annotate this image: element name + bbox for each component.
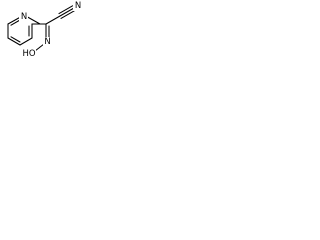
hydroxyl-label: HO xyxy=(22,49,35,59)
ring-bond-n1-c6-inner xyxy=(10,19,21,26)
bond-alpha-to-nitrile-carbon xyxy=(45,15,61,25)
oxime-nitrogen-label: N xyxy=(44,37,50,47)
nitrile-triple-bond-2 xyxy=(58,5,74,15)
ring-bond-n1-c6 xyxy=(7,16,22,25)
ring-bond-c5-c4-inner xyxy=(10,36,21,43)
pyridine-ring xyxy=(7,16,41,46)
nitrile-triple-bond-1 xyxy=(59,7,75,17)
ring-bond-c2-n1 xyxy=(26,16,41,25)
bond-oxime-n-to-o xyxy=(34,43,45,52)
structure-diagram: N N N HO xyxy=(7,1,82,59)
ring-bond-c4-c3 xyxy=(19,37,33,46)
nitrile-triple-bond-3 xyxy=(60,9,76,19)
substituent-bonds xyxy=(31,5,76,52)
ring-bond-c5-c4 xyxy=(7,37,21,46)
atom-labels: N N N HO xyxy=(19,1,82,59)
nitrile-nitrogen-label: N xyxy=(75,1,81,11)
ring-nitrogen-label: N xyxy=(21,12,27,22)
